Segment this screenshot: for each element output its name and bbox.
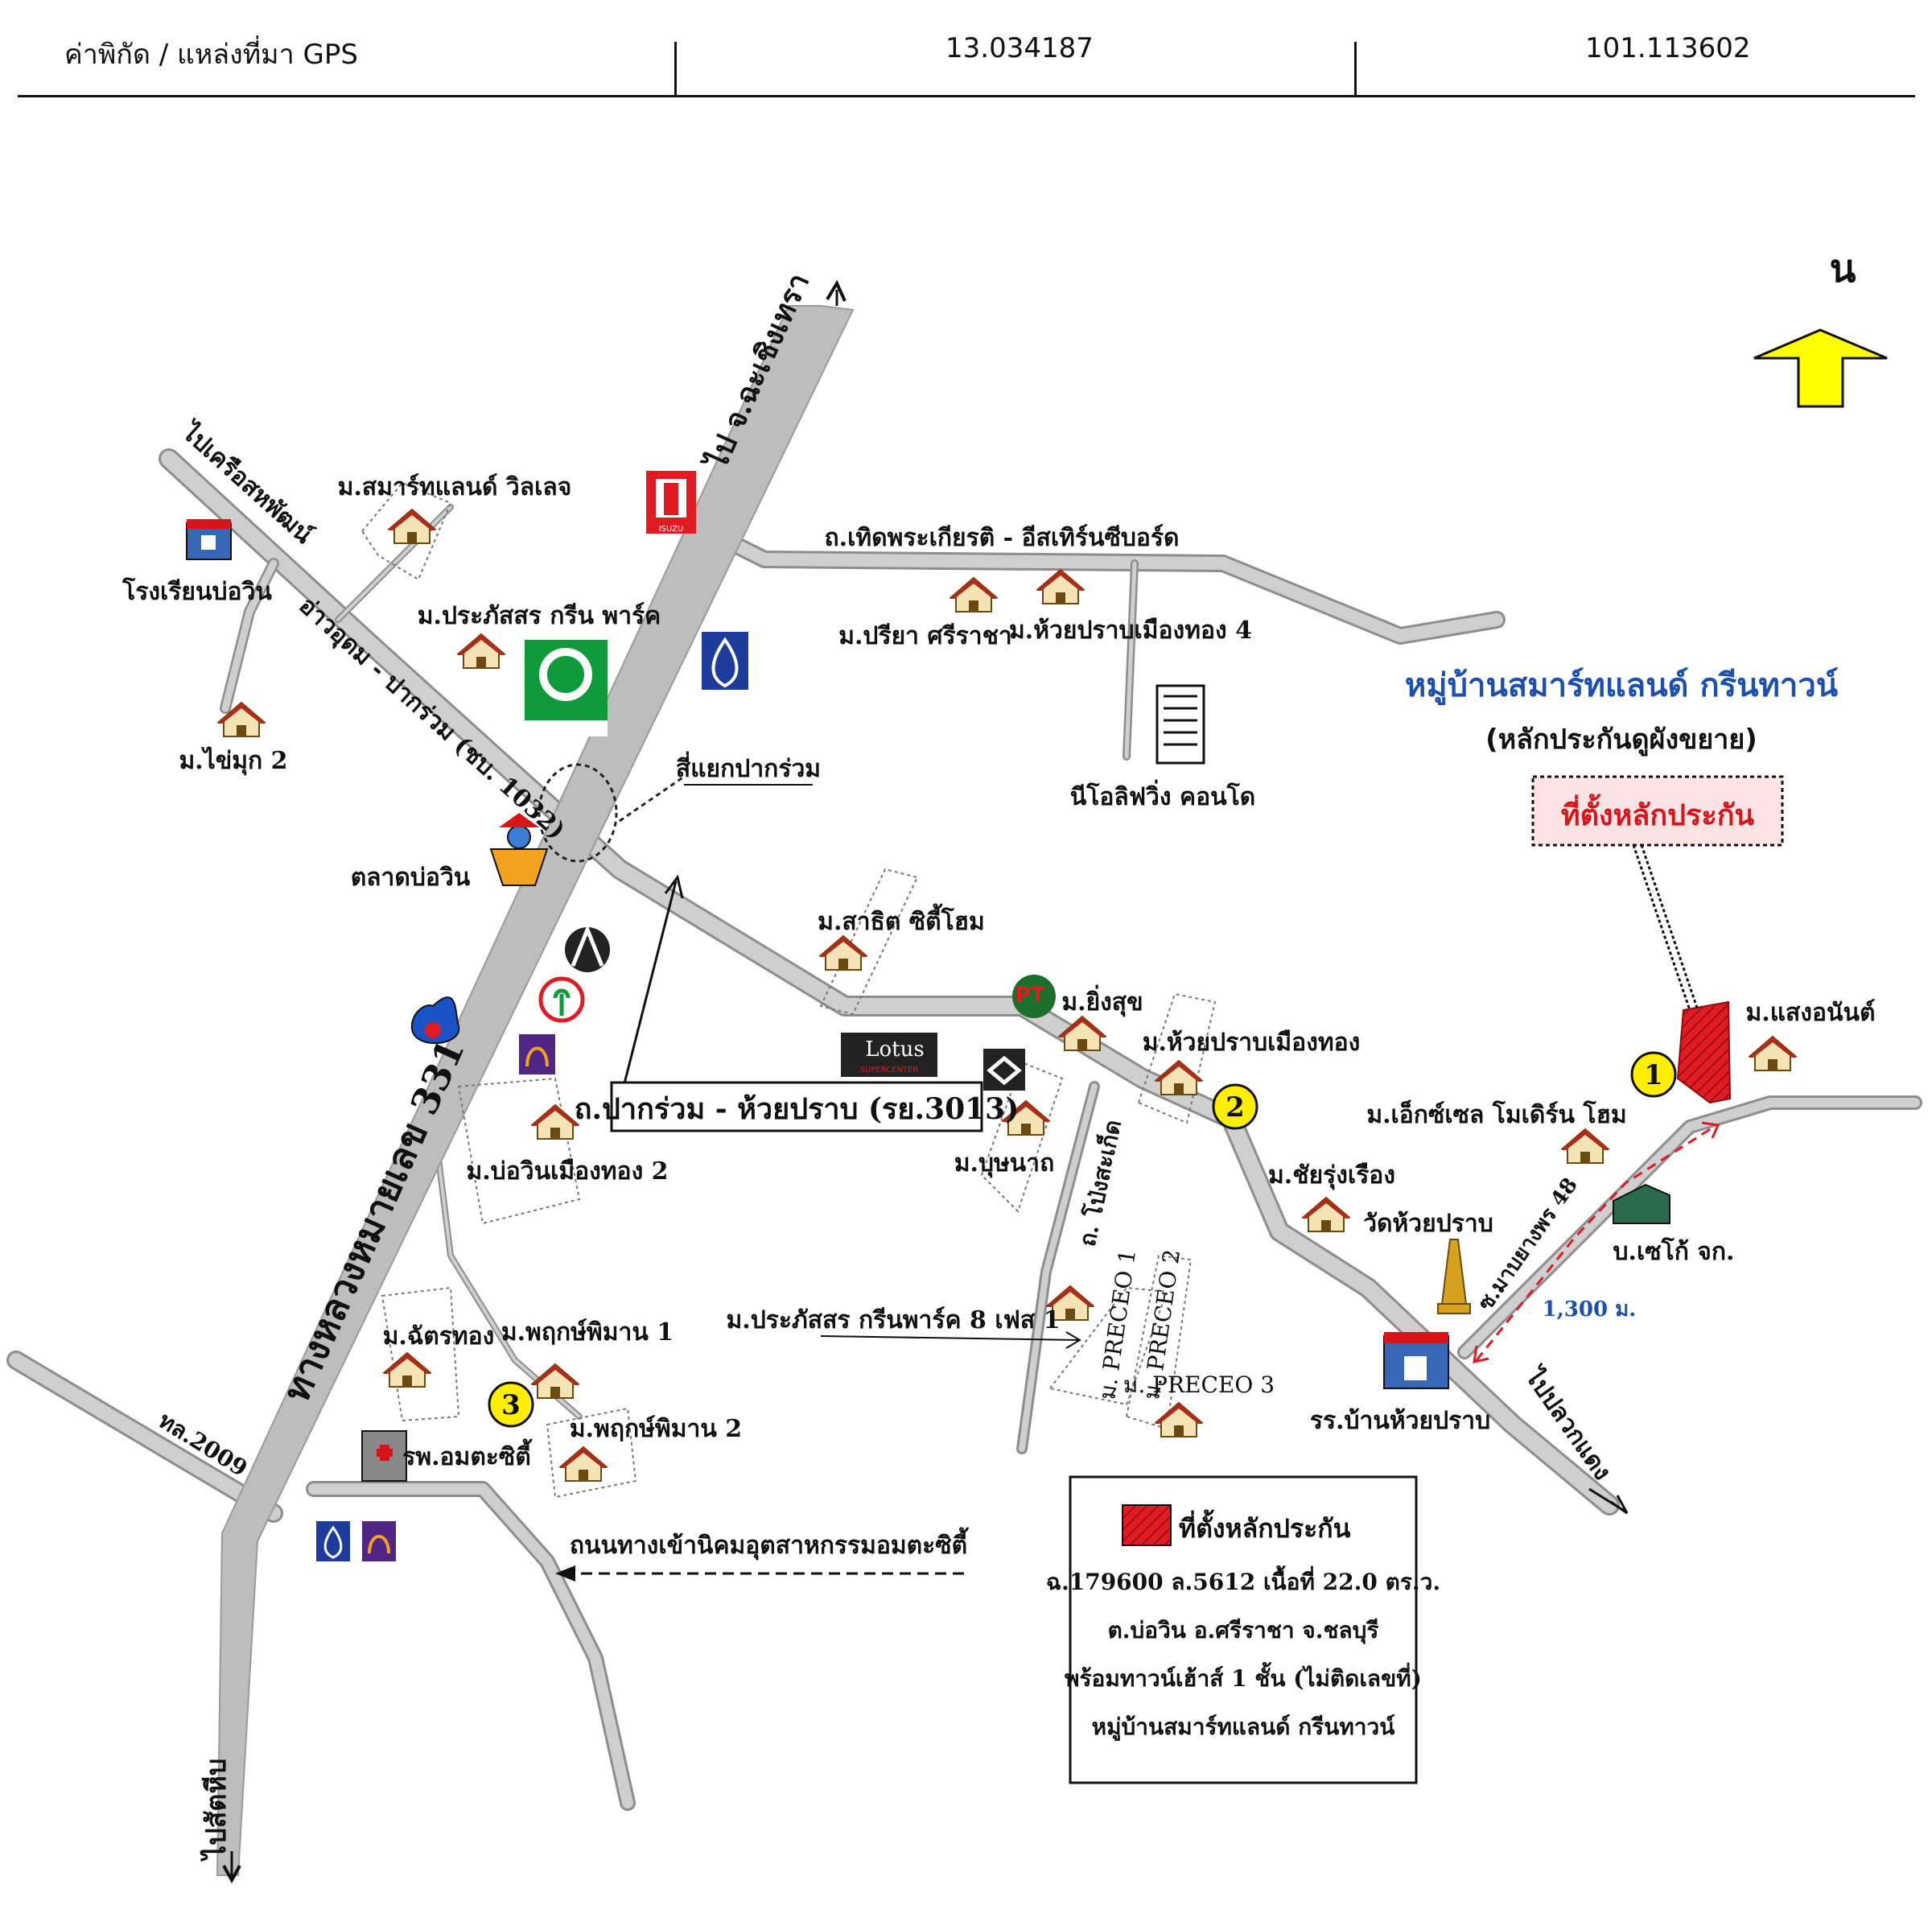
header-divider — [674, 42, 677, 97]
market-icon — [489, 813, 549, 886]
north-label: น — [1830, 246, 1856, 291]
smartland-village-label: ม.สมาร์ทแลนด์ วิลเลจ — [338, 473, 572, 501]
house-icon — [1036, 569, 1085, 604]
school-icon — [186, 519, 232, 560]
marker-1-label: 1 — [1644, 1059, 1663, 1091]
neo-living-label: นีโอลิฟวิ่ง คอนโด — [1070, 779, 1255, 811]
road-label-pointer — [610, 874, 983, 1132]
legend-line3: พร้อมทาวน์เฮ้าส์ 1 ชั้น (ไม่ติดเลขที่) — [1065, 1661, 1422, 1692]
temple-icon — [1437, 1239, 1471, 1314]
prakasit-green-label: ม.ประภัสสร กรีน พาร์ค — [418, 602, 661, 630]
house-icon — [530, 1104, 580, 1140]
collateral-parcel — [1676, 1000, 1732, 1104]
wat-huaiprap-label: วัดห้วยปราบ — [1363, 1210, 1493, 1238]
saengonan-label: ม.แสงอนันต์ — [1745, 999, 1875, 1027]
house-icon — [382, 1352, 432, 1388]
marker-3 — [488, 1381, 534, 1428]
intersection-label: สี่แยกปากร่วม — [676, 751, 821, 783]
pakruam-huaiprap-label: ถ.ปากร่วม - ห้วยปราบ (รย.3013) — [575, 1092, 1020, 1126]
distance-label: 1,300 ม. — [1543, 1297, 1637, 1322]
scb-siam-logo — [519, 1034, 555, 1074]
gps-source-label: ค่าพิกัด / แหล่งที่มา GPS — [64, 39, 358, 71]
huaiprap-muangthong-label: ม.ห้วยปราบเมืองทอง — [1143, 1029, 1361, 1057]
ptt-logo — [410, 996, 460, 1045]
chattong-label: ม.ฉัตรทอง — [383, 1322, 495, 1351]
house-icon — [1154, 1402, 1204, 1437]
pariya-label: ม.ปรียา ศรีราชา — [838, 622, 1012, 650]
bowin-market-label: ตลาดบ่อวิน — [351, 864, 471, 892]
excel-label: ม.เอ็กซ์เซล โมเดิร์น โฮม — [1366, 1099, 1626, 1129]
sathit-label: ม.สาธิต ซิตี้โฮม — [818, 903, 985, 936]
seiko-label: บ.เซโก้ จก. — [1613, 1236, 1734, 1266]
prakasit8-label: ม.ประภัสสร กรีนพาร์ค 8 เฟส 1 — [727, 1306, 1061, 1334]
handshake-logo — [983, 1049, 1025, 1091]
house-icon — [1301, 1197, 1351, 1232]
hospital-icon — [361, 1430, 407, 1482]
school-huaiprap-label: รร.บ้านห้วยปราบ — [1310, 1407, 1490, 1435]
latitude-value: 13.034187 — [945, 32, 1094, 64]
legend-title: ที่ตั้งหลักประกัน — [1179, 1509, 1351, 1544]
house-icon — [1748, 1036, 1798, 1071]
house-icon — [387, 509, 437, 544]
pakruam-intersection-circle — [538, 763, 618, 863]
lotus-logo — [841, 1033, 937, 1077]
marker-2-label: 2 — [1226, 1091, 1245, 1124]
legend — [1069, 1475, 1418, 1784]
scb-siam-logo-2 — [362, 1521, 396, 1561]
pruksa2-label: ม.พฤกษ์พิมาน 2 — [570, 1415, 742, 1443]
preceo3-label: ม. PRECEO 3 — [1123, 1371, 1275, 1398]
house-icon — [530, 1363, 580, 1399]
kbank-logo — [538, 976, 585, 1023]
pruksa1-label: ม.พฤกษ์พิมาน 1 — [501, 1318, 674, 1347]
legend-line1: ฉ.179600 ล.5612 เนื้อที่ 22.0 ตร.ว. — [1046, 1565, 1440, 1595]
bunnada-label: ม.บุษนาถ — [954, 1149, 1055, 1178]
legend-line4: หมู่บ้านสมาร์ทแลนด์ กรีนทาวน์ — [1092, 1714, 1395, 1741]
bowin-muangthong2-label: ม.บ่อวินเมืองทอง 2 — [466, 1157, 668, 1186]
huaiprap4-label: ม.ห้วยปราบเมืองทอง 4 — [1009, 617, 1252, 645]
title-sub: (หลักประกันดูผังขยาย) — [1485, 724, 1757, 757]
hospital-label: รพ.อมตะซิตี้ — [402, 1438, 533, 1471]
house-icon — [1154, 1060, 1204, 1095]
house-icon — [1560, 1128, 1610, 1164]
scb-logo — [565, 924, 610, 972]
header-divider — [1354, 42, 1357, 97]
bangkok-bank-logo-2 — [316, 1521, 350, 1561]
marker-2 — [1212, 1083, 1258, 1130]
longitude-value: 101.113602 — [1585, 32, 1751, 64]
legend-line2: ต.บ่อวิน อ.ศรีราชา จ.ชลบุรี — [1108, 1617, 1379, 1644]
industrial-road-label: ถนนทางเข้านิคมอุตสาหกรรมอมตะซิตี้ — [570, 1527, 970, 1561]
location-tag: ที่ตั้งหลักประกัน — [1561, 794, 1755, 832]
bangkok-bank-logo — [702, 632, 748, 690]
north-arrow — [1753, 328, 1888, 408]
house-icon — [558, 1446, 608, 1482]
header-rule — [18, 95, 1915, 97]
yingsuk-label: ม.ยิ่งสุข — [1061, 984, 1143, 1017]
factory-icon — [1613, 1183, 1670, 1224]
marker-1 — [1630, 1051, 1677, 1098]
thoetphrakiat-label: ถ.เทิดพระเกียรติ - อีสเทิร์นซีบอร์ด — [824, 524, 1179, 552]
school-bowin-label: โรงเรียนบ่อวิน — [122, 576, 272, 606]
chaireung-label: ม.ชัยรุ่งเรือง — [1268, 1161, 1395, 1190]
house-icon — [949, 577, 999, 612]
condo-icon — [1155, 684, 1205, 765]
legend-swatch — [1122, 1504, 1172, 1546]
title-main: หมู่บ้านสมาร์ทแลนด์ กรีนทาวน์ — [1405, 667, 1839, 705]
pt-logo — [1012, 975, 1056, 1018]
house-icon — [456, 633, 506, 669]
green-logo — [525, 640, 608, 736]
khaimuk2-label: ม.ไข่มุก 2 — [179, 746, 287, 776]
gps-header: ค่าพิกัด / แหล่งที่มา GPS 13.034187 101.… — [0, 0, 1932, 101]
lotus-sub-text: SUPERCENTER — [860, 1066, 919, 1074]
lotus-text: Lotus — [865, 1037, 924, 1062]
isuzu-logo — [646, 471, 696, 534]
distance-arrow — [1473, 1121, 1720, 1363]
isuzu-text: ISUZU — [659, 525, 684, 534]
to-sattahip-label: ไปสัตหีบ — [200, 1758, 233, 1862]
house-icon — [818, 935, 868, 971]
location-tag-box — [1531, 775, 1784, 847]
pt-text: PT — [1015, 984, 1045, 1008]
school-icon — [1383, 1332, 1449, 1389]
marker-3-label: 3 — [501, 1389, 521, 1421]
